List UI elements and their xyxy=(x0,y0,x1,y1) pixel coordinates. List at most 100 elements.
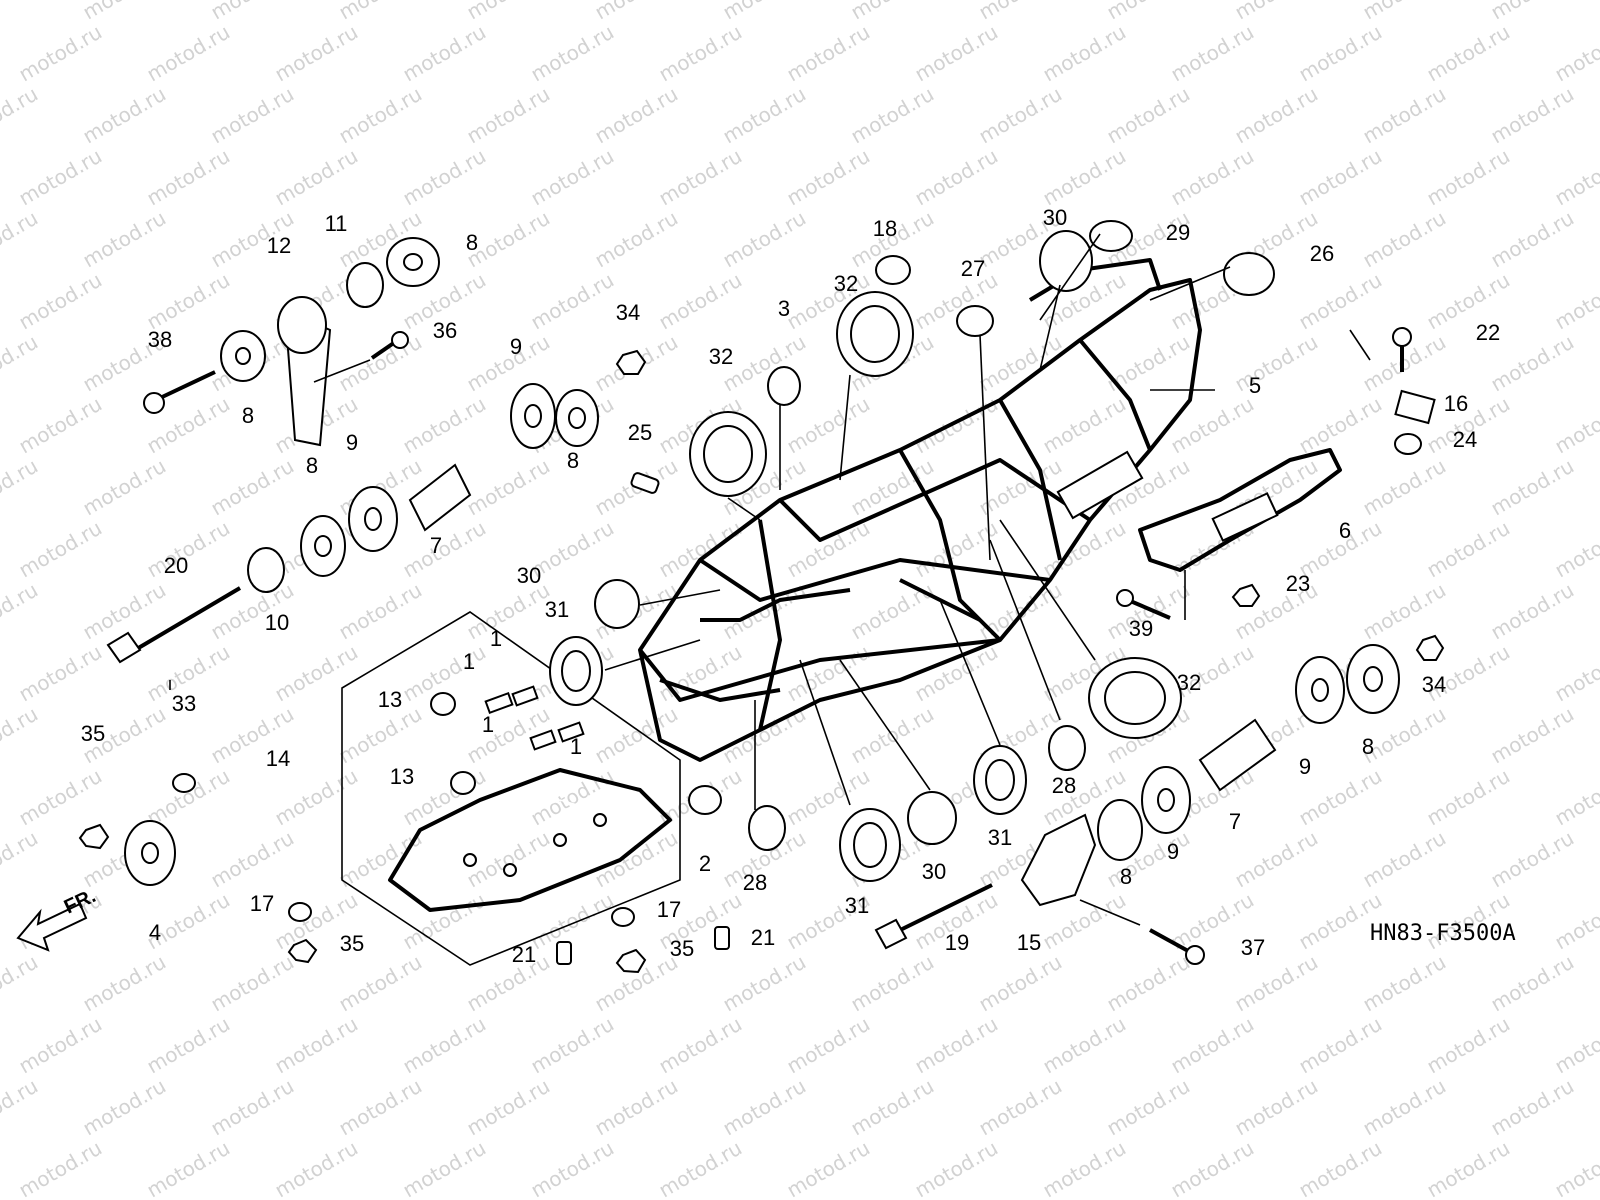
callout-c24: 24 xyxy=(1453,427,1477,452)
watermark-text: motod.ru xyxy=(1551,888,1600,955)
callout-c21b: 21 xyxy=(751,925,775,950)
watermark-text: motod.ru xyxy=(1551,268,1600,335)
watermark-text: motod.ru xyxy=(1551,392,1600,459)
watermark-text: motod.ru xyxy=(463,950,554,1017)
watermark-text: motod.ru xyxy=(15,516,106,583)
watermark-text: motod.ru xyxy=(911,1136,1002,1200)
callout-c1a: 1 xyxy=(463,649,475,674)
watermark-text: motod.ru xyxy=(1231,82,1322,149)
watermark-text: motod.ru xyxy=(1551,764,1600,831)
watermark-text: motod.ru xyxy=(911,1012,1002,1079)
front-arrow-icon xyxy=(16,902,88,952)
watermark-text: motod.ru xyxy=(591,1074,682,1141)
watermark-text: motod.ru xyxy=(0,330,42,397)
watermark-text: motod.ru xyxy=(463,82,554,149)
watermark-text: motod.ru xyxy=(399,1136,490,1200)
watermark-text: motod.ru xyxy=(527,144,618,211)
watermark-text: motod.ru xyxy=(0,0,42,24)
watermark-text: motod.ru xyxy=(0,82,42,149)
callout-c9d: 9 xyxy=(1167,839,1179,864)
watermark-text: motod.ru xyxy=(1103,82,1194,149)
watermark-text: motod.ru xyxy=(1487,702,1578,769)
watermark-text: motod.ru xyxy=(591,826,682,893)
watermark-text: motod.ru xyxy=(0,206,42,273)
callout-c23: 23 xyxy=(1286,571,1310,596)
watermark-text: motod.ru xyxy=(783,1136,874,1200)
callout-c32c: 32 xyxy=(1177,670,1201,695)
callout-c2: 2 xyxy=(699,851,711,876)
watermark-text: motod.ru xyxy=(1231,330,1322,397)
watermark-text: motod.ru xyxy=(15,268,106,335)
callout-c27: 27 xyxy=(961,256,985,281)
watermark-text: motod.ru xyxy=(15,20,106,87)
watermark-text: motod.ru xyxy=(335,330,426,397)
watermark-text: motod.ru xyxy=(1231,826,1322,893)
watermark-text: motod.ru xyxy=(655,20,746,87)
watermark-text: motod.ru xyxy=(15,1012,106,1079)
watermark-text: motod.ru xyxy=(975,82,1066,149)
watermark-text: motod.ru xyxy=(79,950,170,1017)
watermark-text: motod.ru xyxy=(591,206,682,273)
watermark-text: motod.ru xyxy=(143,20,234,87)
watermark-text: motod.ru xyxy=(1487,454,1578,521)
callout-c9b: 9 xyxy=(346,430,358,455)
watermark-text: motod.ru xyxy=(1167,392,1258,459)
callout-c32a: 32 xyxy=(834,271,858,296)
watermark-text: motod.ru xyxy=(1487,826,1578,893)
watermark-text: motod.ru xyxy=(271,20,362,87)
watermark-text: motod.ru xyxy=(719,206,810,273)
callout-c8e: 8 xyxy=(1362,734,1374,759)
watermark-text: motod.ru xyxy=(1487,82,1578,149)
watermark-text: motod.ru xyxy=(207,1074,298,1141)
watermark-text: motod.ru xyxy=(0,1074,42,1141)
callout-c10: 10 xyxy=(265,610,289,635)
callout-c1c: 1 xyxy=(482,712,494,737)
watermark-text: motod.ru xyxy=(0,950,42,1017)
callout-c16: 16 xyxy=(1444,391,1468,416)
callout-c36: 36 xyxy=(433,318,457,343)
watermark-text: motod.ru xyxy=(207,826,298,893)
watermark-text: motod.ru xyxy=(975,1074,1066,1141)
watermark-text: motod.ru xyxy=(1551,144,1600,211)
callout-c31a: 31 xyxy=(545,597,569,622)
watermark-text: motod.ru xyxy=(847,1074,938,1141)
watermark-text: motod.ru xyxy=(719,82,810,149)
callout-c35b: 35 xyxy=(340,931,364,956)
skid-plate xyxy=(341,611,681,966)
watermark-text: motod.ru xyxy=(1295,268,1386,335)
frame-assembly xyxy=(638,258,1202,762)
callout-c26: 26 xyxy=(1310,241,1334,266)
callout-c5: 5 xyxy=(1249,373,1261,398)
watermark-text: motod.ru xyxy=(1167,1136,1258,1200)
callout-c37: 37 xyxy=(1241,935,1265,960)
watermark-text: motod.ru xyxy=(79,1074,170,1141)
watermark-text: motod.ru xyxy=(1103,950,1194,1017)
watermark-text: motod.ru xyxy=(1039,144,1130,211)
watermark-text: motod.ru xyxy=(1295,144,1386,211)
diagram-code: HN83-F3500A xyxy=(1370,921,1516,946)
watermark-text: motod.ru xyxy=(79,454,170,521)
watermark-text: motod.ru xyxy=(1359,206,1450,273)
callout-c13a: 13 xyxy=(378,687,402,712)
watermark-text: motod.ru xyxy=(143,1136,234,1200)
callout-c1d: 1 xyxy=(570,734,582,759)
watermark-text: motod.ru xyxy=(1423,764,1514,831)
callout-c1b: 1 xyxy=(490,626,502,651)
callout-c17b: 17 xyxy=(657,897,681,922)
watermark-text: motod.ru xyxy=(79,82,170,149)
watermark-text: motod.ru xyxy=(1423,144,1514,211)
watermark-text: motod.ru xyxy=(15,764,106,831)
watermark-text: motod.ru xyxy=(463,1074,554,1141)
watermark-text: motod.ru xyxy=(655,144,746,211)
callout-c9c: 9 xyxy=(1299,754,1311,779)
watermark-text: motod.ru xyxy=(399,1012,490,1079)
watermark-text: motod.ru xyxy=(399,392,490,459)
watermark-text: motod.ru xyxy=(399,516,490,583)
watermark-text: motod.ru xyxy=(399,20,490,87)
watermark-text: motod.ru xyxy=(335,82,426,149)
watermark-text: motod.ru xyxy=(1487,950,1578,1017)
callout-c8f: 8 xyxy=(1120,864,1132,889)
watermark-text: motod.ru xyxy=(271,640,362,707)
